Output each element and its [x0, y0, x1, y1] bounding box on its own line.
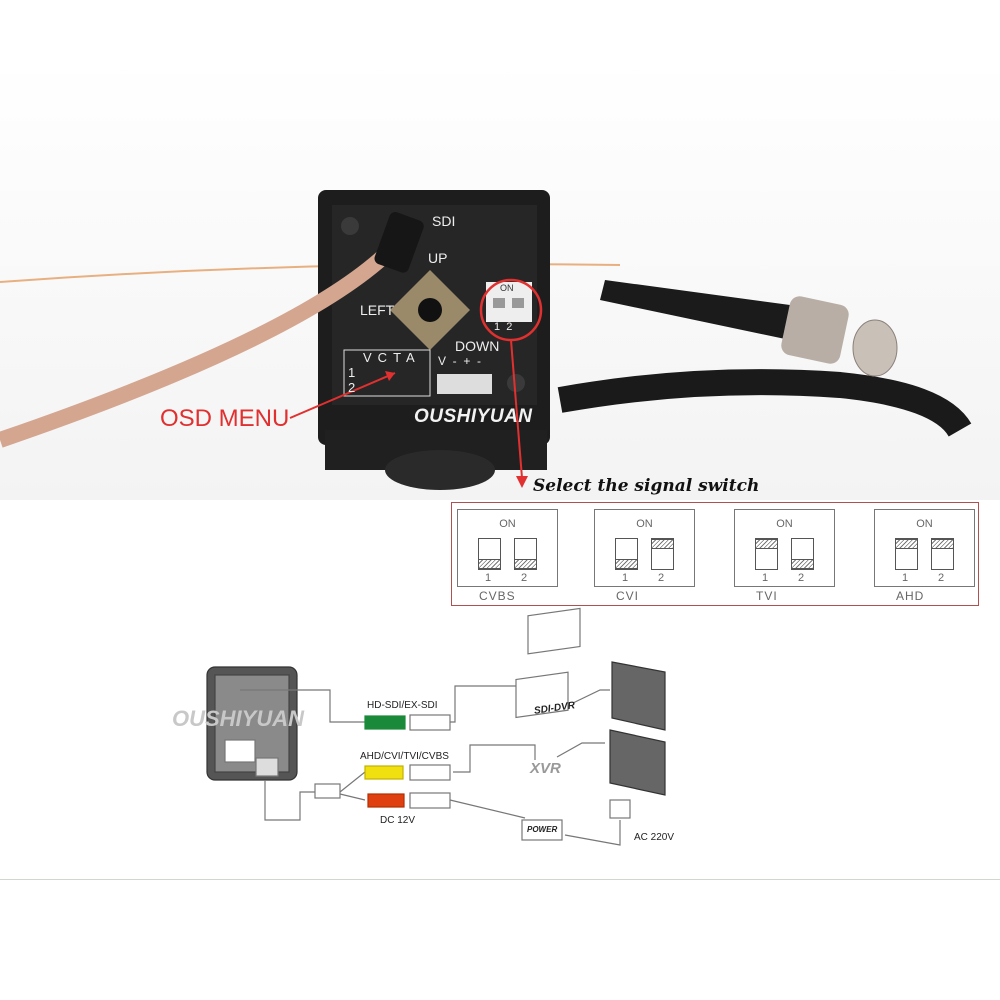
down-label: DOWN: [455, 338, 500, 354]
dip-switch-1: [615, 538, 638, 570]
switch-mode-tvi: ON 1 2: [734, 509, 835, 587]
dip-lever: [756, 539, 777, 549]
switch-mode-cvi: ON 1 2: [594, 509, 695, 587]
osd-arrow: [289, 372, 396, 419]
bnc-drawing: [409, 714, 451, 731]
camera-board: [318, 190, 550, 490]
on-label: ON: [499, 518, 516, 530]
dip-on-label: ON: [500, 283, 514, 293]
dip-switch-2: [931, 538, 954, 570]
on-label: ON: [636, 518, 653, 530]
dip-lever: [515, 559, 536, 569]
wall-outlet: [609, 799, 631, 819]
grid-header: C: [377, 350, 394, 365]
sdi-coax-cable: [0, 234, 406, 448]
xvr-label: XVR: [530, 760, 561, 777]
on-label: ON: [916, 518, 933, 530]
dip-lever: [652, 539, 673, 549]
switch-number: 2: [521, 572, 528, 584]
sdi-label: SDI: [432, 213, 456, 229]
switch-number: 2: [938, 572, 945, 584]
ac-label: AC 220V: [634, 832, 675, 843]
mode-grid: [343, 349, 431, 397]
mode-grid-headers: VCTA: [363, 350, 421, 365]
mode-name: CVI: [616, 589, 640, 603]
grid-row: 2: [348, 380, 356, 395]
mode-name: TVI: [756, 589, 778, 603]
sdi-plug: [374, 212, 424, 273]
power-box: [521, 819, 563, 841]
switch-arrow: [510, 339, 523, 479]
dip-switch-2: [651, 538, 674, 570]
dip-switch-2: [791, 538, 814, 570]
switch-mode-cvbs: ON 1 2: [457, 509, 558, 587]
power-pin-label: V - + -: [438, 354, 482, 368]
screw-icon: [507, 374, 525, 392]
dip-switch-1: [478, 538, 501, 570]
dip-lever: [479, 559, 500, 569]
switch-number: 1: [762, 572, 769, 584]
grid-row: 1: [348, 365, 356, 380]
on-label: ON: [776, 518, 793, 530]
watermark: OUSHIYUAN: [414, 406, 533, 427]
osd-menu-label: OSD MENU: [160, 405, 290, 432]
bnc-drawing: [409, 764, 451, 781]
xvr-box: [515, 671, 569, 719]
power-box-label: POWER: [527, 825, 558, 834]
bnc-connector: [600, 280, 898, 377]
dip-switch-2: [514, 538, 537, 570]
diagram-watermark: OUSHIYUAN: [172, 706, 305, 731]
switch-number: 2: [798, 572, 805, 584]
dip-lever: [616, 559, 637, 569]
dip-lever: [792, 559, 813, 569]
switch-number: 1: [622, 572, 629, 584]
video-plug-yellow: [364, 765, 404, 780]
analog-label: AHD/CVI/TVI/CVBS: [360, 751, 449, 762]
mode-name: AHD: [896, 589, 925, 603]
left-label: LEFT: [360, 302, 395, 318]
grid-header: V: [363, 350, 378, 365]
dc-label: DC 12V: [380, 815, 416, 826]
sdi-label: HD-SDI/EX-SDI: [367, 700, 438, 711]
switch-number: 2: [658, 572, 665, 584]
dip-number-label: 1 2: [494, 321, 513, 333]
dc-jack-drawing: [409, 792, 451, 809]
screw-icon: [341, 217, 359, 235]
monitor-1: [611, 661, 666, 731]
splitter: [314, 783, 341, 799]
grid-header: A: [406, 350, 421, 365]
mode-name: CVBS: [479, 589, 516, 603]
dip-switch-1: [755, 538, 778, 570]
divider: [0, 879, 1000, 880]
video-cable: [557, 369, 972, 438]
grid-header: T: [393, 350, 407, 365]
wiring-diagram: [206, 607, 666, 846]
monitor-2: [609, 729, 666, 796]
signal-switch-title: Select the signal switch: [533, 476, 760, 496]
power-plug-red: [367, 793, 405, 808]
power-header: [437, 374, 492, 394]
switch-number: 1: [902, 572, 909, 584]
switch-mode-ahd: ON 1 2: [874, 509, 975, 587]
sdi-dvr-box: [527, 607, 581, 655]
dip-lever: [932, 539, 953, 549]
sdi-plug-green: [364, 715, 406, 730]
switch-number: 1: [485, 572, 492, 584]
dip-switch-1: [895, 538, 918, 570]
dip-lever: [896, 539, 917, 549]
up-label: UP: [428, 250, 448, 266]
